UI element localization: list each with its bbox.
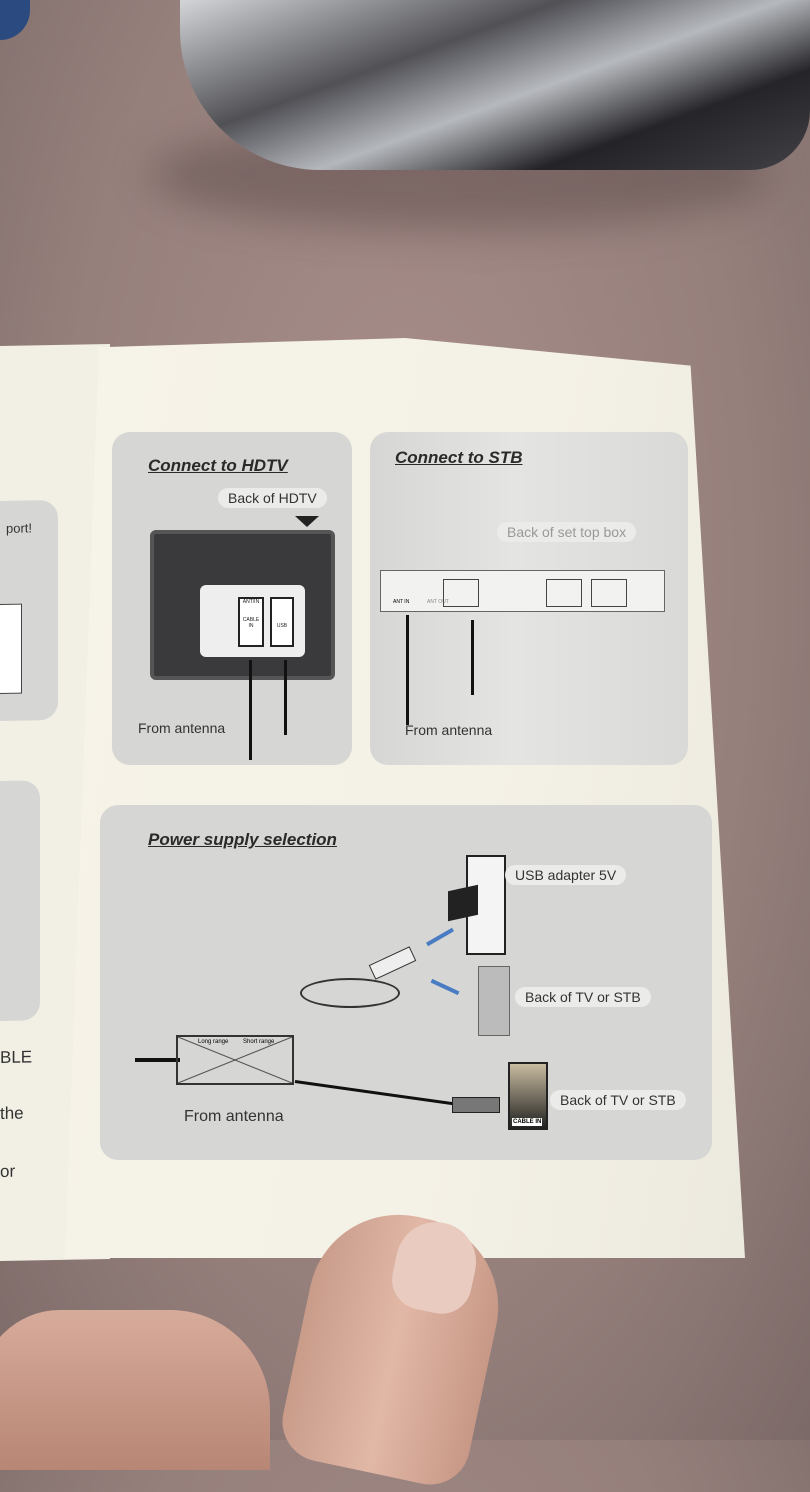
hdtv-title: Connect to HDTV <box>148 456 288 475</box>
blue-object <box>0 0 30 40</box>
fragment: or <box>0 1161 16 1181</box>
coax-cable <box>406 615 409 725</box>
left-box <box>0 603 22 695</box>
short-range-label: Short range <box>243 1039 275 1045</box>
port-label: ANT/IN <box>242 599 260 605</box>
port-label: CABLE IN <box>512 1118 543 1126</box>
ethernet-port <box>591 579 627 607</box>
cable-in-port: CABLE IN <box>508 1062 548 1130</box>
cable-coil <box>300 978 400 1008</box>
stb-title: Connect to STB <box>395 448 523 467</box>
usb-cable <box>284 660 287 735</box>
long-range-label: Long range <box>198 1039 229 1045</box>
usb-port: USB <box>270 597 294 647</box>
from-antenna-label: From antenna <box>184 1108 284 1125</box>
antenna-cable <box>135 1058 180 1062</box>
from-antenna-label: From antenna <box>138 720 226 736</box>
coax-cable <box>249 660 252 760</box>
back-of-hdtv-label: Back of HDTV <box>218 488 327 508</box>
usb-cable <box>471 620 474 695</box>
from-antenna-label: From antenna <box>405 722 493 738</box>
left-panel-2 <box>0 780 40 1022</box>
port-label: USB <box>276 623 288 629</box>
port-label: CABLE IN <box>242 617 260 629</box>
tv-usb-port <box>478 966 510 1036</box>
fragment: BLE <box>0 1047 33 1067</box>
port-label: ANT IN <box>393 599 410 605</box>
fragment: port! <box>6 520 33 536</box>
plastic-bag <box>180 0 810 170</box>
fragment: the <box>0 1103 24 1123</box>
arrow-down-icon <box>295 516 319 527</box>
usb-adapter-label: USB adapter 5V <box>505 865 627 885</box>
coax-connector <box>452 1097 500 1113</box>
usb-adapter <box>448 884 478 922</box>
back-of-stb-label: Back of set top box <box>497 522 637 542</box>
hdmi-port <box>546 579 582 607</box>
coax-port: ANT/IN CABLE IN <box>238 597 264 647</box>
stb-illustration: ANT IN ANT OUT <box>380 570 665 612</box>
usb-port <box>443 579 479 607</box>
port-label: ANT OUT <box>427 599 449 605</box>
power-title: Power supply selection <box>148 830 337 849</box>
back-of-tv-label: Back of TV or STB <box>515 987 651 1007</box>
amplifier-box: Long range Short range <box>176 1035 294 1085</box>
hand <box>0 1310 270 1470</box>
back-of-tv-label: Back of TV or STB <box>550 1090 686 1110</box>
